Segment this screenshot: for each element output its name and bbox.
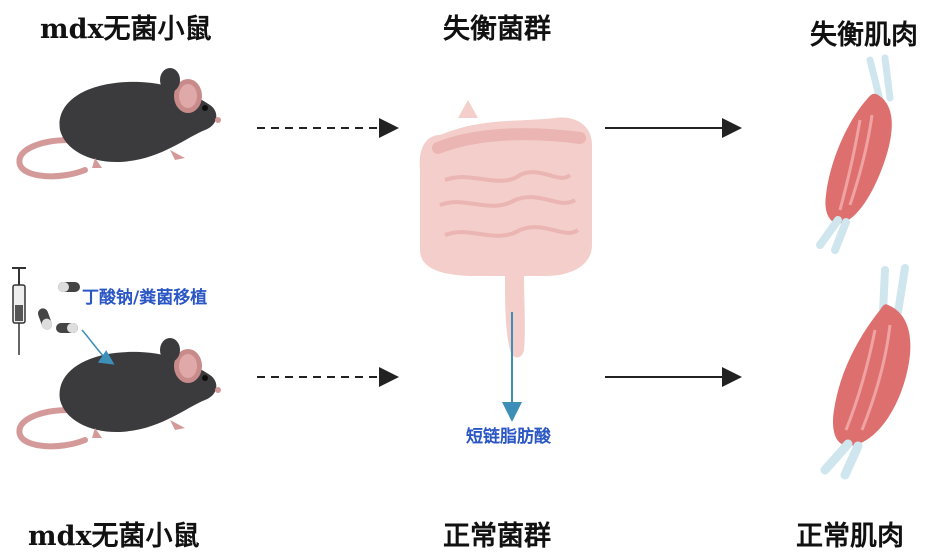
capsule-icon [37, 282, 80, 333]
top-muscle-icon [820, 58, 892, 250]
mouse-eye [202, 375, 208, 381]
bottom-muscle-icon [825, 268, 910, 475]
mouse-nose [215, 117, 221, 123]
mouse-nose [215, 387, 221, 393]
gut-illustration [420, 100, 592, 358]
top-mouse [19, 68, 221, 176]
mouse-eye [202, 105, 208, 111]
syringe-icon [12, 268, 26, 355]
bottom-mouse [19, 338, 221, 446]
